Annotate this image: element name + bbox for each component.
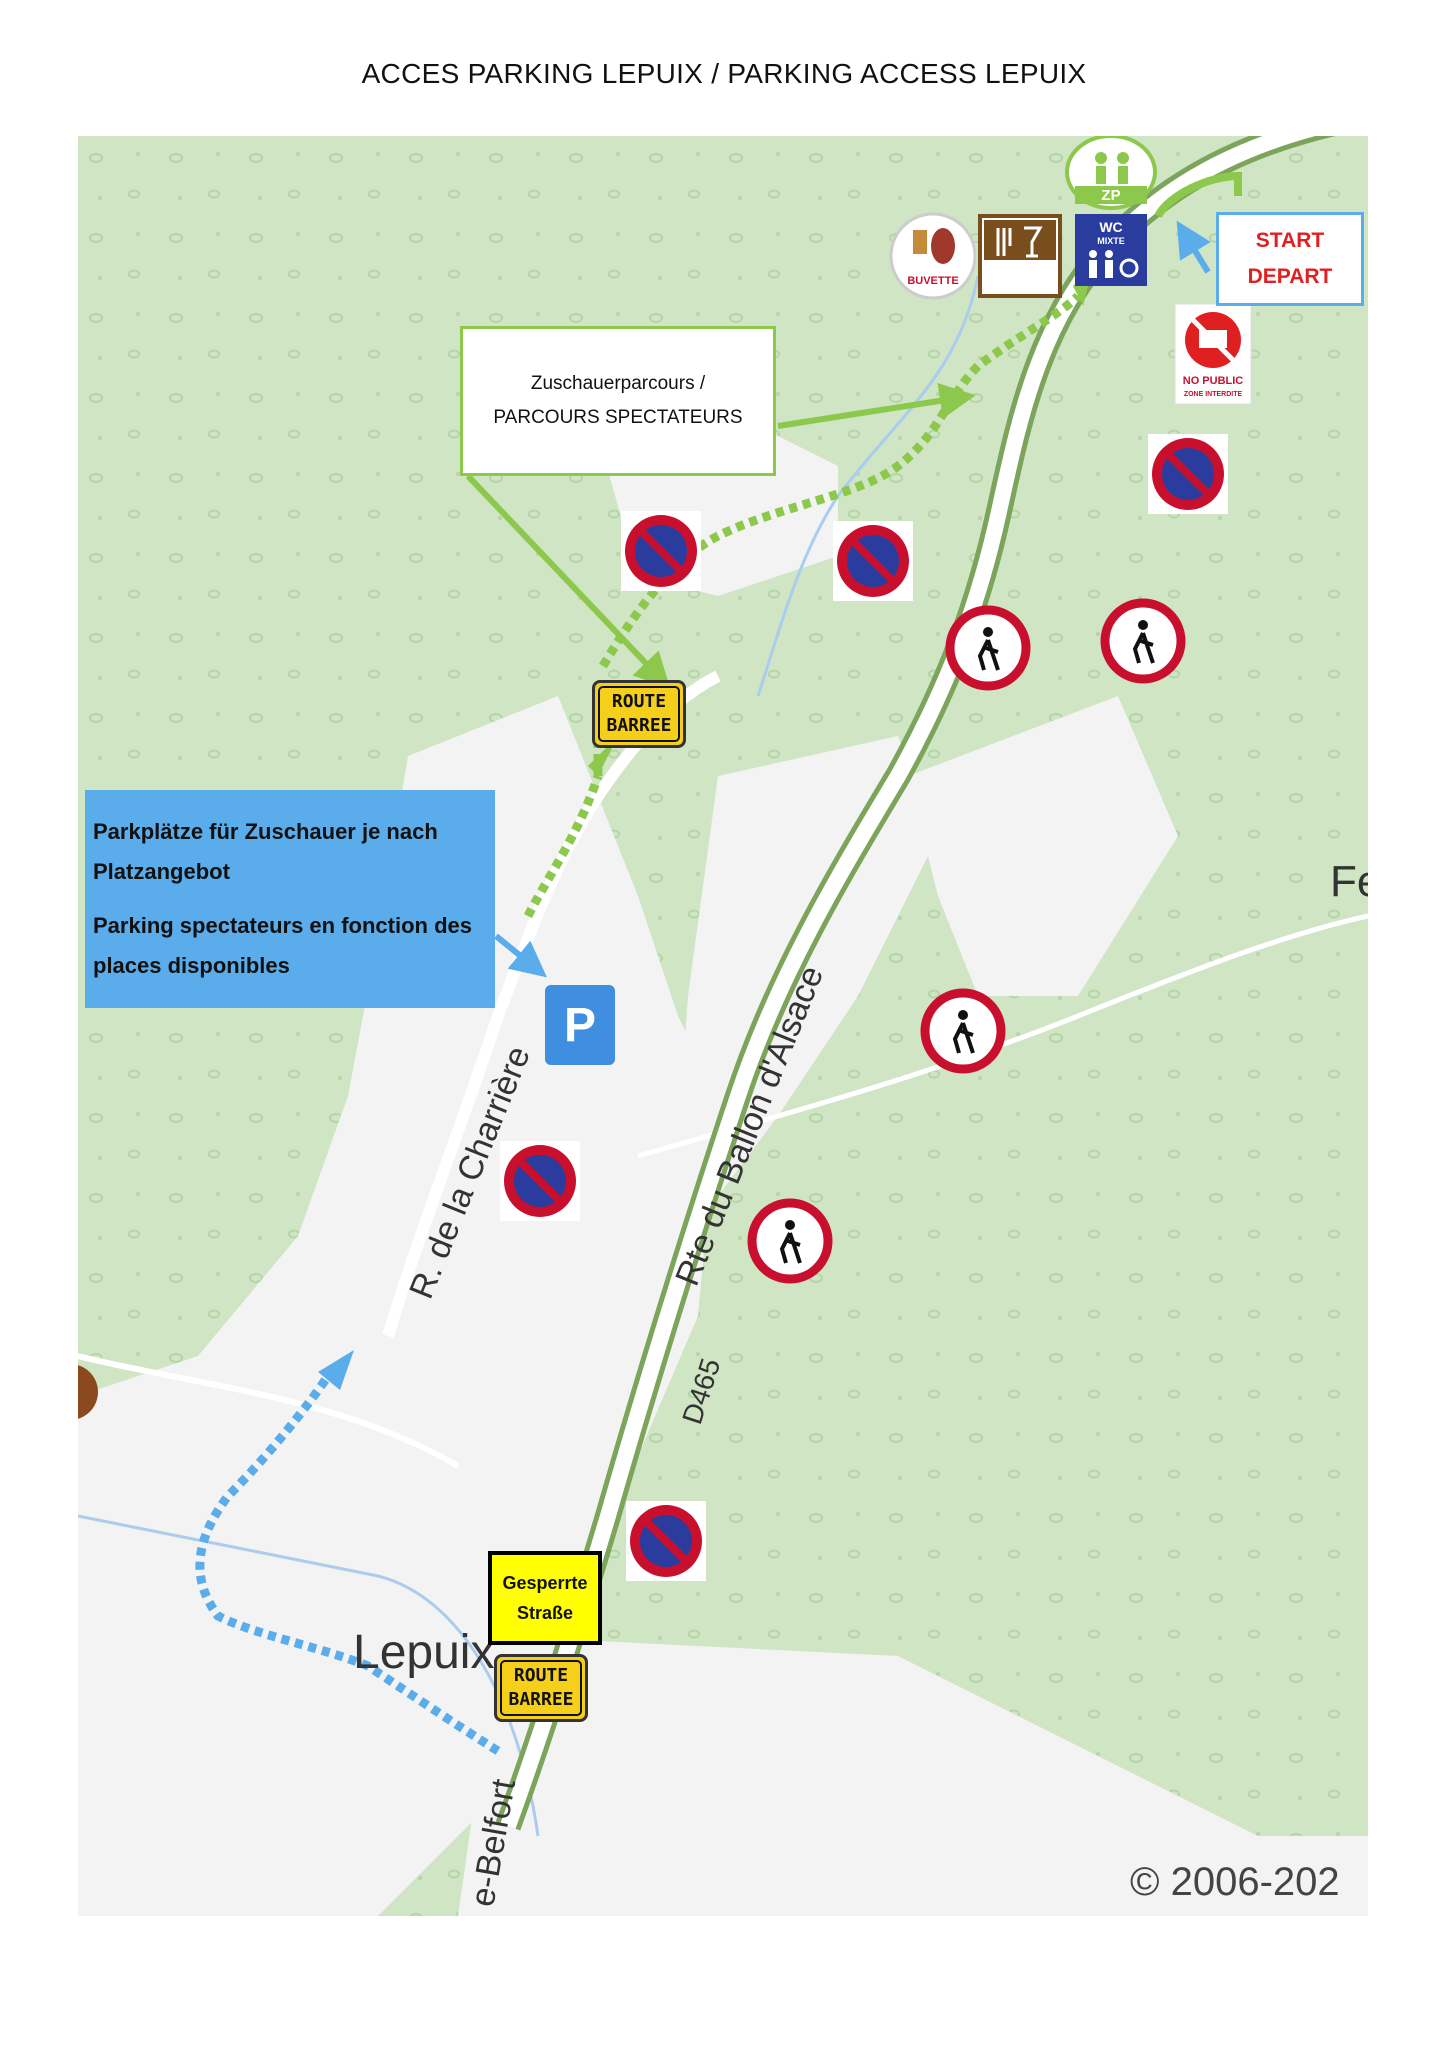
buvette-text: BUVETTE	[907, 275, 958, 287]
buvette-icon: BUVETTE	[889, 212, 977, 300]
route-barree-line: BARREE	[606, 715, 672, 736]
edge-label: Fe	[1330, 857, 1368, 906]
copyright-backdrop	[1118, 1842, 1368, 1916]
zp-icon: ZP	[1065, 136, 1157, 210]
route-barree-line: ROUTE	[611, 691, 667, 712]
closed-road-line: Straße	[516, 1603, 574, 1623]
zp-text: ZP	[1101, 187, 1120, 204]
route-barree-sign: ROUTE BARREE	[592, 680, 686, 748]
no-parking-icon	[626, 1501, 706, 1581]
start-label: START	[1255, 229, 1325, 252]
no-pedestrian-icon	[945, 605, 1031, 691]
wc-text: WC	[1099, 219, 1122, 235]
wc-subtext: MIXTE	[1097, 236, 1125, 246]
no-parking-icon	[1148, 434, 1228, 514]
start-zone	[1154, 171, 1242, 219]
minor-road	[78, 1353, 460, 1469]
route-barree-sign: ROUTE BARREE	[494, 1654, 588, 1722]
page-title: ACCES PARKING LEPUIX / PARKING ACCESS LE…	[361, 58, 1087, 89]
town-label: Lepuix	[353, 1626, 494, 1679]
parking-text-german: Parkplätze für Zuschauer je nach Platzan…	[93, 819, 438, 884]
no-parking-icon	[500, 1141, 580, 1221]
parking-icon: P	[545, 985, 615, 1065]
minor-road	[637, 913, 1368, 1159]
clearing-area	[78, 1596, 438, 1916]
closed-road-callout: Gesperrte Straße	[488, 1551, 602, 1645]
spectator-route-callout: Zuschauerparcours / PARCOURS SPECTATEURS	[460, 326, 776, 476]
no-public-icon: NO PUBLIC ZONE INTERDITE	[1174, 303, 1252, 405]
wc-icon: WC MIXTE	[1075, 214, 1147, 286]
depart-label: DEPART	[1247, 265, 1333, 288]
partial-sign-icon	[78, 1365, 98, 1419]
callout-pointer	[494, 933, 547, 978]
stream	[756, 275, 980, 697]
callout-line: PARCOURS SPECTATEURS	[493, 407, 743, 428]
no-public-text: NO PUBLIC	[1183, 375, 1244, 387]
callout-pointer	[465, 473, 671, 690]
no-pedestrian-icon	[920, 988, 1006, 1074]
callout-line: Zuschauerparcours /	[530, 373, 706, 394]
route-barree-line: BARREE	[508, 1689, 574, 1710]
no-public-subtext: ZONE INTERDITE	[1184, 391, 1243, 398]
route-barree-line: ROUTE	[513, 1665, 569, 1686]
no-pedestrian-icon	[1100, 598, 1186, 684]
start-callout: START DEPART	[1216, 212, 1364, 306]
access-arrowhead	[318, 1350, 354, 1390]
parking-callout: Parkplätze für Zuschauer je nach Platzan…	[85, 790, 495, 1008]
no-pedestrian-icon	[747, 1198, 833, 1284]
no-parking-icon	[621, 511, 701, 591]
restaurant-icon	[978, 214, 1062, 298]
no-parking-icon	[833, 521, 913, 601]
callout-pointer	[777, 382, 976, 429]
parking-text-french: Parking spectateurs en fonction des plac…	[93, 913, 472, 978]
closed-road-line: Gesperrte	[502, 1573, 588, 1593]
access-route	[195, 1373, 501, 1755]
map-copyright: © 2006-202	[1130, 1860, 1340, 1904]
clearing-area	[908, 696, 1178, 996]
callout-pointer	[1176, 220, 1211, 274]
